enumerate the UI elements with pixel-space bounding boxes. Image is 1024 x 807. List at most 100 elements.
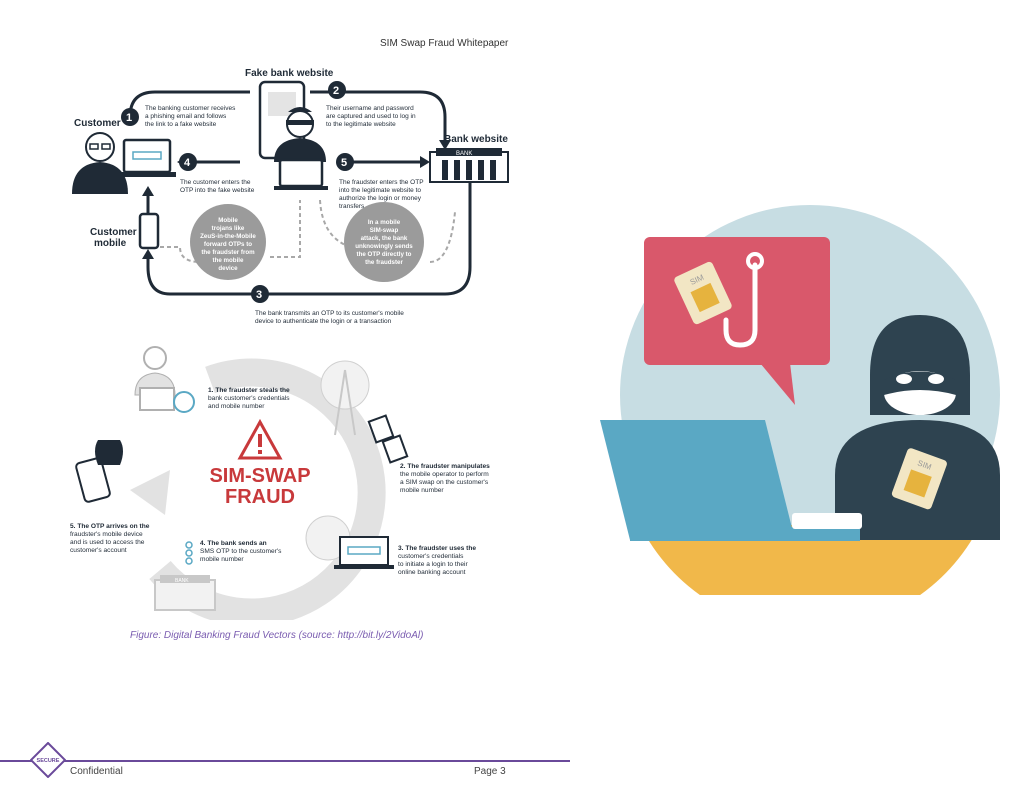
fishing-hook-icon [723,262,758,348]
cycle-step-2-text: 2. The fraudster manipulates the mobile … [400,463,490,494]
step-3-text: The bank transmits an OTP to its custome… [255,310,404,325]
secure-logo-icon: SECURE [30,742,66,778]
svg-text-cycle-steps-2-lines-3: online banking account [398,569,466,576]
svg-text-diagram-steps-4-lines-3: transfers [339,203,365,210]
cycle-step-4-text: 4. The bank sends an SMS OTP to the cust… [200,540,282,563]
svg-text-diagram-steps-1-lines-1: are captured and used to log in [326,113,416,120]
footer-page-number: Page 3 [474,766,506,777]
step-5-badge: 5 [336,153,354,171]
svg-text-diagram-steps-1-num: 2 [333,85,339,97]
sim-hacker-illustration: SIM SIM [600,205,1000,595]
svg-text-footer-badge_text: SECURE [37,758,60,764]
step-5-text: The fraudster enters the OTP into the le… [339,179,424,210]
fraud-title: FRAUD [225,486,295,508]
desk-yellow [640,525,980,595]
cycle-step-5-text: 5. The OTP arrives on the fraudster's mo… [70,523,150,554]
svg-text-cycle-steps-1-lines-3: mobile number [400,487,444,494]
step-2-badge: 2 [328,81,346,99]
svg-text-cycle-steps-4-lines-1: fraudster's mobile device [70,531,143,538]
sim-swap-title: SIM-SWAP [209,465,310,487]
svg-text-diagram-steps-2-lines-0: The bank transmits an OTP to its custome… [255,310,404,317]
bank-building-icon: BANK [429,148,509,183]
fraudster-icon [274,107,328,190]
svg-text-cycle-steps-1-lines-0: 2. The fraudster manipulates [400,463,490,470]
svg-text-cycle-steps-0-lines-1: bank customer's credentials [208,395,290,402]
svg-text-diagram-steps-4-lines-1: into the legitimate website to [339,187,421,194]
cycle-step-1-text: 1. The fraudster steals the bank custome… [208,387,290,410]
page-header-title: SIM Swap Fraud Whitepaper [380,38,509,49]
footer-divider [0,760,570,762]
sim-card-bubble-icon: SIM [674,261,732,325]
customer-avatar-icon [72,132,128,194]
svg-text-cycle-steps-2-lines-0: 3. The fraudster uses the [398,545,476,552]
step-1-text: The banking customer receives a phishing… [145,105,236,128]
svg-text-diagram-bubble_left-3: forward OTPs to [204,241,252,248]
footer-confidential: Confidential [70,766,123,777]
svg-text-diagram-steps-2-num: 3 [256,289,262,301]
cycle-step-3-text: 3. The fraudster uses the customer's cre… [398,545,476,576]
step-1-badge: 1 [121,108,139,126]
svg-text-cycle-steps-0-lines-0: 1. The fraudster steals the [208,387,290,394]
svg-text-diagram-steps-4-lines-2: authorize the login or money [339,195,422,202]
mobile-trojan-bubble: Mobile trojans like ZeuS-in-the-Mobile f… [190,204,266,280]
svg-text-diagram-steps-1-lines-2: to the legitimate website [326,121,396,128]
step-3-badge: 3 [251,285,269,303]
customer-label: Customer [74,118,121,129]
svg-text-diagram-bubble_right-4: the OTP directly to [357,251,412,258]
svg-text-diagram-steps-0-lines-2: the link to a fake website [145,121,217,128]
svg-text-diagram-steps-4-lines-0: The fraudster enters the OTP [339,179,424,186]
svg-text-cycle-steps-4-lines-2: and is used to access the [70,539,145,546]
svg-text-diagram-bubble_left-6: device [218,265,238,272]
svg-text-diagram-bubble_left-4: the fraudster from [201,249,255,256]
svg-text-diagram-steps-0-lines-0: The banking customer receives [145,105,236,112]
customer-laptop-icon [118,138,176,177]
sim-card-hacker-icon: SIM [891,448,947,510]
svg-text-diagram-bubble_left-5: the mobile [213,257,244,264]
svg-text-cycle-steps-0-lines-2: and mobile number [208,403,265,410]
step-4-badge: 4 [179,153,197,171]
svg-text-cycle-steps-3-lines-2: mobile number [200,556,244,563]
sim-swap-cycle-diagram: BANK SIM-SWAP FRAUD 1. The fraudster ste… [70,346,490,620]
cycle-bank-sign: BANK [175,578,189,584]
svg-text-diagram-steps-3-num: 4 [184,157,191,169]
step-2-text: Their username and password are captured… [326,105,416,128]
svg-text-diagram-steps-1-lines-0: Their username and password [326,105,414,112]
money-phone-icon [75,440,123,503]
svg-text-diagram-bubble_right-0: In a mobile [368,219,401,226]
sms-links-icon [185,541,193,565]
svg-text-diagram-bubble_left-0: Mobile [218,217,238,224]
bank-sign-text: BANK [456,151,472,157]
figure-caption: Figure: Digital Banking Fraud Vectors (s… [130,630,424,641]
svg-text-diagram-steps-3-lines-1: OTP into the fake website [180,187,255,194]
fake-bank-label: Fake bank website [245,68,334,79]
svg-text-cycle-steps-2-lines-1: customer's credentials [398,553,464,560]
svg-text-diagram-bubble_right-2: attack, the bank [361,235,408,242]
sim-cards-icon [367,414,409,464]
svg-text-cycle-steps-2-lines-2: to initiate a login to their [398,561,468,568]
customer-mobile-label: Customer [90,227,137,238]
svg-text-diagram-steps-0-num: 1 [126,112,132,124]
fraudster-cycle-icon [134,346,195,413]
svg-text-diagram-bubble_right-1: SIM-swap [370,227,399,234]
customer-mobile-label-2: mobile [94,238,127,249]
svg-text-diagram-steps-4-num: 5 [341,157,347,169]
sim-swap-bubble: In a mobile SIM-swap attack, the bank un… [344,202,424,282]
step-4-text: The customer enters the OTP into the fak… [180,179,255,194]
svg-text-diagram-steps-3-lines-0: The customer enters the [180,179,251,186]
svg-text-cycle-steps-1-lines-2: a SIM swap on the customer's [400,479,489,486]
laptop-icon [600,420,862,541]
svg-text-diagram-bubble_left-1: trojans like [212,225,245,232]
phishing-speech-bubble [644,237,830,405]
svg-text-cycle-steps-4-lines-0: 5. The OTP arrives on the [70,523,150,530]
bank-website-label: Bank website [444,134,508,145]
svg-text-diagram-bubble_right-5: the fraudster [365,259,403,266]
svg-text-cycle-steps-3-lines-0: 4. The bank sends an [200,540,267,547]
svg-text-cycle-steps-3-lines-1: SMS OTP to the customer's [200,548,282,555]
cell-tower-icon [320,360,370,436]
cycle-bank-icon: BANK [154,575,216,611]
svg-text-diagram-bubble_right-3: unknowingly sends [355,243,413,250]
svg-text-cycle-steps-1-lines-1: the mobile operator to perform [400,471,489,478]
warning-triangle-icon [237,418,283,460]
login-laptop-icon [334,536,394,569]
svg-text-diagram-steps-2-lines-1: device to authenticate the login or a tr… [255,318,392,325]
